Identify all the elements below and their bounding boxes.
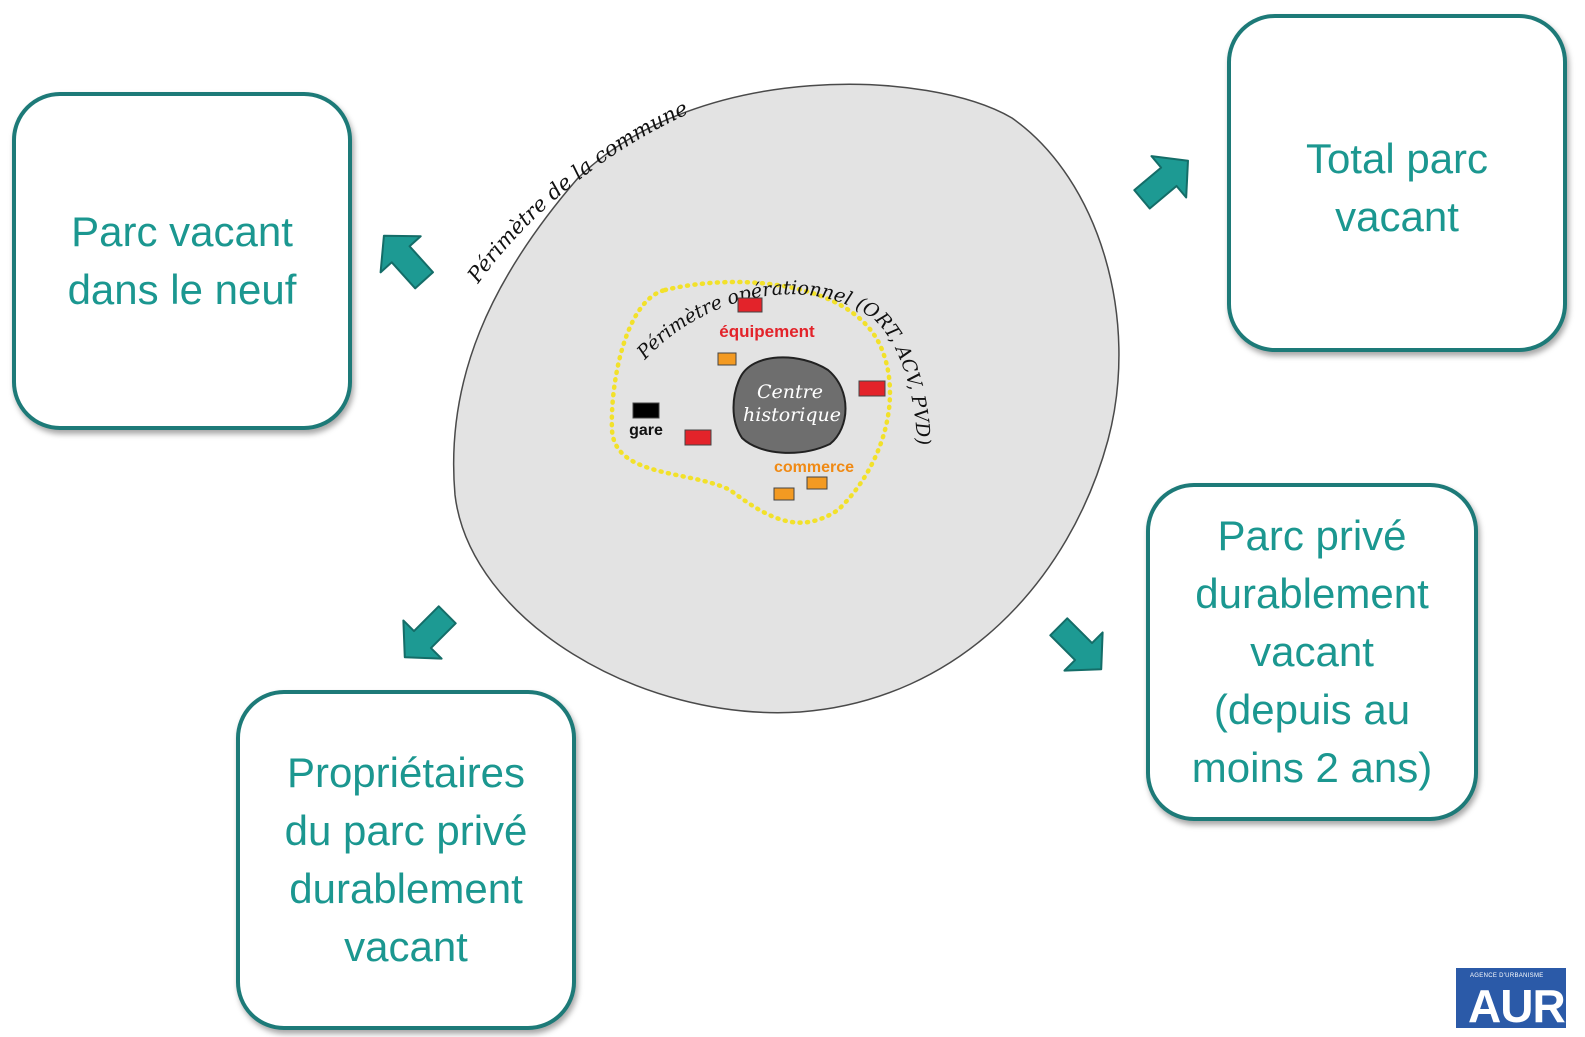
box-total-vacant: Total parc vacant (1227, 14, 1567, 352)
historic-center-shape (732, 356, 847, 454)
gare-marker (632, 402, 660, 419)
arrow-to-total-vacant (1133, 155, 1189, 210)
equipement-label: équipement (719, 322, 815, 341)
commerce-label: commerce (774, 459, 854, 476)
arrow-to-private-long-vacant (1049, 617, 1104, 672)
box-private-long-vacant: Parc privé durablement vacant (depuis au… (1146, 483, 1478, 821)
box-new-vacant: Parc vacant dans le neuf (12, 92, 352, 430)
commerce-marker (773, 487, 795, 501)
equipement-marker (684, 429, 712, 446)
commerce-marker (806, 476, 828, 490)
commerce-marker (717, 352, 737, 366)
logo-small-text: AGENCE D'URBANISME (1470, 973, 1544, 979)
box-owners: Propriétaires du parc privé durablement … (236, 690, 576, 1030)
historic-center-label-2: historique (743, 404, 841, 426)
box-new-vacant-text: Parc vacant dans le neuf (67, 208, 297, 313)
box-private-long-vacant-text: Parc privé durablement vacant (depuis au… (1191, 512, 1433, 791)
arrow-to-new-vacant (379, 234, 434, 290)
equipement-marker (737, 297, 763, 313)
logo-big-text: AURAV (1468, 980, 1566, 1028)
operational-perimeter (609, 279, 893, 525)
aurav-logo: AGENCE D'URBANISME AURAV (1456, 968, 1566, 1028)
box-total-vacant-text: Total parc vacant (1305, 135, 1489, 240)
arrow-to-owners (402, 605, 457, 660)
box-owners-text: Propriétaires du parc privé durablement … (284, 749, 528, 970)
equipement-marker (858, 380, 886, 397)
historic-center-label-1: Centre (757, 381, 823, 403)
gare-label: gare (629, 422, 663, 439)
